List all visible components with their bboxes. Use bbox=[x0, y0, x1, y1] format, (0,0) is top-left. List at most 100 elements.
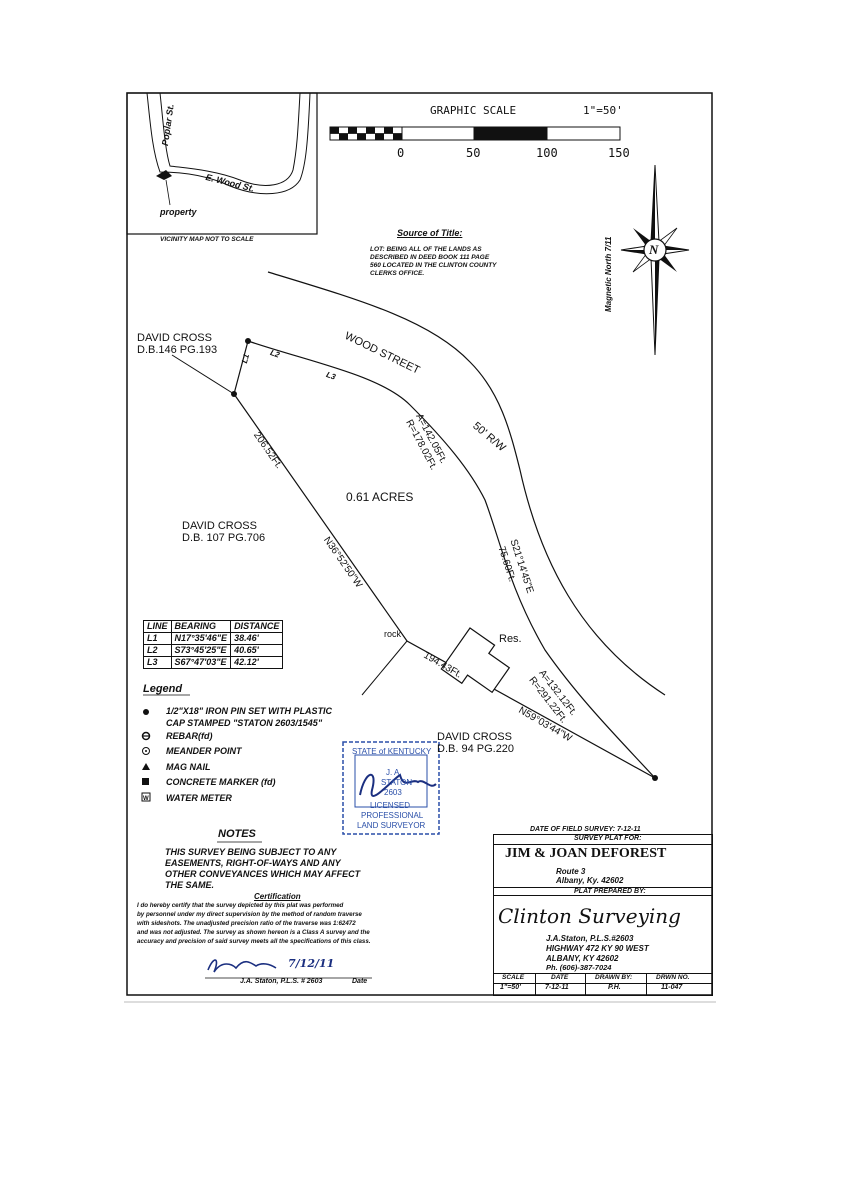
title-block-row bbox=[494, 835, 712, 845]
seal-state: STATE of KENTUCKY bbox=[352, 747, 432, 756]
rock-label: rock bbox=[384, 629, 402, 639]
source-of-title-line: CLERKS OFFICE. bbox=[370, 270, 425, 277]
line-distance: 40.65' bbox=[230, 644, 284, 657]
field-survey-date: DATE OF FIELD SURVEY: 7-12-11 bbox=[530, 826, 641, 833]
firm-line: Ph. (606)-387-7024 bbox=[546, 963, 612, 972]
seal-number: 2603 bbox=[384, 788, 402, 797]
north-arrow-icon bbox=[620, 164, 690, 356]
graphic-scale-ratio: 1"=50' bbox=[583, 104, 623, 117]
adjoiner-1-name: DAVID CROSS bbox=[137, 332, 212, 344]
iron-pin-marker bbox=[231, 391, 237, 397]
vicinity-caption: VICINITY MAP NOT TO SCALE bbox=[160, 236, 254, 243]
iron-pin-marker bbox=[245, 338, 251, 344]
square-icon bbox=[142, 778, 149, 785]
residence-label: Res. bbox=[499, 633, 522, 645]
line-distance: 38.46' bbox=[230, 632, 284, 645]
client-address-2: Albany, Ky. 42602 bbox=[556, 876, 624, 885]
legend-item-label: CAP STAMPED "STATON 2603/1545" bbox=[166, 718, 323, 728]
col-header-scale: SCALE bbox=[502, 974, 525, 981]
legend-title: Legend bbox=[143, 683, 183, 695]
acreage-label: 0.61 ACRES bbox=[346, 490, 414, 504]
certification-line: and was not adjusted. The survey as show… bbox=[137, 929, 370, 936]
seal-professional: PROFESSIONAL bbox=[361, 811, 424, 820]
legend-item-label: MEANDER POINT bbox=[166, 746, 242, 756]
wood-street-north-line bbox=[267, 271, 666, 696]
adjoiner-line-south bbox=[361, 640, 408, 696]
adjoiner-3-name: DAVID CROSS bbox=[437, 731, 512, 743]
scale-tick-0: 0 bbox=[397, 146, 405, 160]
line-id: L3 bbox=[143, 656, 172, 669]
source-of-title-line: 560 LOCATED IN THE CLINTON COUNTY bbox=[370, 262, 497, 269]
certification-signature bbox=[207, 959, 277, 973]
property-leader bbox=[165, 179, 171, 206]
line-bearing: S73°45'25"E bbox=[170, 644, 232, 657]
scale-tick-150: 150 bbox=[608, 146, 630, 160]
notes-line: THE SAME. bbox=[165, 880, 215, 890]
firm-line: ALBANY, KY 42602 bbox=[546, 954, 619, 963]
survey-plat-for: SURVEY PLAT FOR: bbox=[574, 835, 642, 842]
wood-street-south-line bbox=[247, 340, 656, 779]
certification-heading: Certification bbox=[254, 892, 301, 901]
certification-signer: J.A. Staton, P.L.S. # 2603 bbox=[240, 978, 323, 985]
north-letter: N bbox=[649, 242, 659, 257]
scale-tick-100: 100 bbox=[536, 146, 558, 160]
scale-tick-50: 50 bbox=[466, 146, 481, 160]
adjoiner-line-north bbox=[171, 354, 235, 395]
vicinity-property-label: property bbox=[160, 207, 197, 217]
seal-land-surveyor: LAND SURVEYOR bbox=[357, 821, 426, 830]
triangle-icon bbox=[142, 763, 150, 770]
col-header-date: DATE bbox=[551, 974, 569, 981]
certification-line: by personnel under my direct supervision… bbox=[137, 911, 362, 918]
source-of-title-line: DESCRIBED IN DEED BOOK 111 PAGE bbox=[370, 254, 490, 261]
line-id: L1 bbox=[143, 632, 172, 645]
certification-line: I do hereby certify that the survey depi… bbox=[137, 902, 344, 909]
line-table: LINE BEARING DISTANCE L1 N17°35'46"E 38.… bbox=[143, 620, 284, 669]
seal-name: STATON bbox=[381, 778, 413, 787]
svg-text:W: W bbox=[143, 796, 149, 802]
adjoiner-1-ref: D.B.146 PG.193 bbox=[137, 344, 218, 356]
legend-item-label: REBAR(fd) bbox=[166, 731, 213, 741]
firm-name: Clinton Surveying bbox=[498, 904, 681, 928]
certification-line: with sideshots. The unadjusted precision… bbox=[137, 920, 356, 927]
client-name: JIM & JOAN DEFOREST bbox=[505, 846, 667, 861]
line-bearing: S67°47'03"E bbox=[170, 656, 232, 669]
legend-item-label: MAG NAIL bbox=[166, 762, 211, 772]
client-address-1: Route 3 bbox=[556, 867, 586, 876]
col-value-date: 7-12-11 bbox=[545, 984, 569, 991]
source-of-title-line: LOT: BEING ALL OF THE LANDS AS bbox=[370, 246, 482, 253]
col-value-scale: 1"=50' bbox=[500, 984, 521, 991]
magnetic-north-label: Magnetic North 7/11 bbox=[604, 236, 613, 312]
line-table-header-cell: DISTANCE bbox=[230, 620, 284, 633]
vicinity-map-box bbox=[126, 92, 318, 235]
seal-licensed: LICENSED bbox=[370, 801, 411, 810]
notes-line: EASEMENTS, RIGHT-OF-WAYS AND ANY bbox=[165, 858, 341, 868]
line-id: L2 bbox=[143, 644, 172, 657]
adjoiner-3-ref: D.B. 94 PG.220 bbox=[437, 743, 515, 755]
residence-footprint bbox=[440, 627, 511, 694]
vicinity-road-line bbox=[146, 92, 311, 195]
iron-pin-marker bbox=[652, 775, 658, 781]
boxed-w-icon bbox=[141, 792, 151, 802]
handwritten-date: 7/12/11 bbox=[288, 957, 335, 970]
graphic-scale-bar bbox=[329, 126, 621, 141]
graphic-scale-title: GRAPHIC SCALE bbox=[430, 104, 517, 117]
notes-line: THIS SURVEY BEING SUBJECT TO ANY bbox=[165, 847, 337, 857]
notes-heading: NOTES bbox=[218, 828, 256, 840]
col-header-drawn-by: DRAWN BY: bbox=[595, 974, 633, 981]
certification-line: accuracy and precision of said survey me… bbox=[137, 938, 371, 945]
table-row: L1 N17°35'46"E 38.46' bbox=[143, 632, 284, 645]
plat-prepared-by: PLAT PREPARED BY: bbox=[574, 888, 646, 895]
table-row: L2 S73°45'25"E 40.65' bbox=[143, 644, 284, 657]
source-of-title-heading: Source of Title: bbox=[397, 228, 463, 238]
property-boundary bbox=[233, 340, 656, 779]
notes-line: OTHER CONVEYANCES WHICH MAY AFFECT bbox=[165, 869, 361, 879]
firm-line: HIGHWAY 472 KY 90 WEST bbox=[546, 944, 649, 953]
vicinity-road-line-2 bbox=[159, 92, 301, 186]
certification-date-label: Date bbox=[352, 978, 368, 985]
adjoiner-2-ref: D.B. 107 PG.706 bbox=[182, 532, 266, 544]
line-bearing: N17°35'46"E bbox=[170, 632, 232, 645]
line-table-header-cell: LINE bbox=[143, 620, 172, 633]
col-value-drawing-no: 11-047 bbox=[661, 984, 683, 991]
filled-circle-icon bbox=[143, 709, 149, 715]
